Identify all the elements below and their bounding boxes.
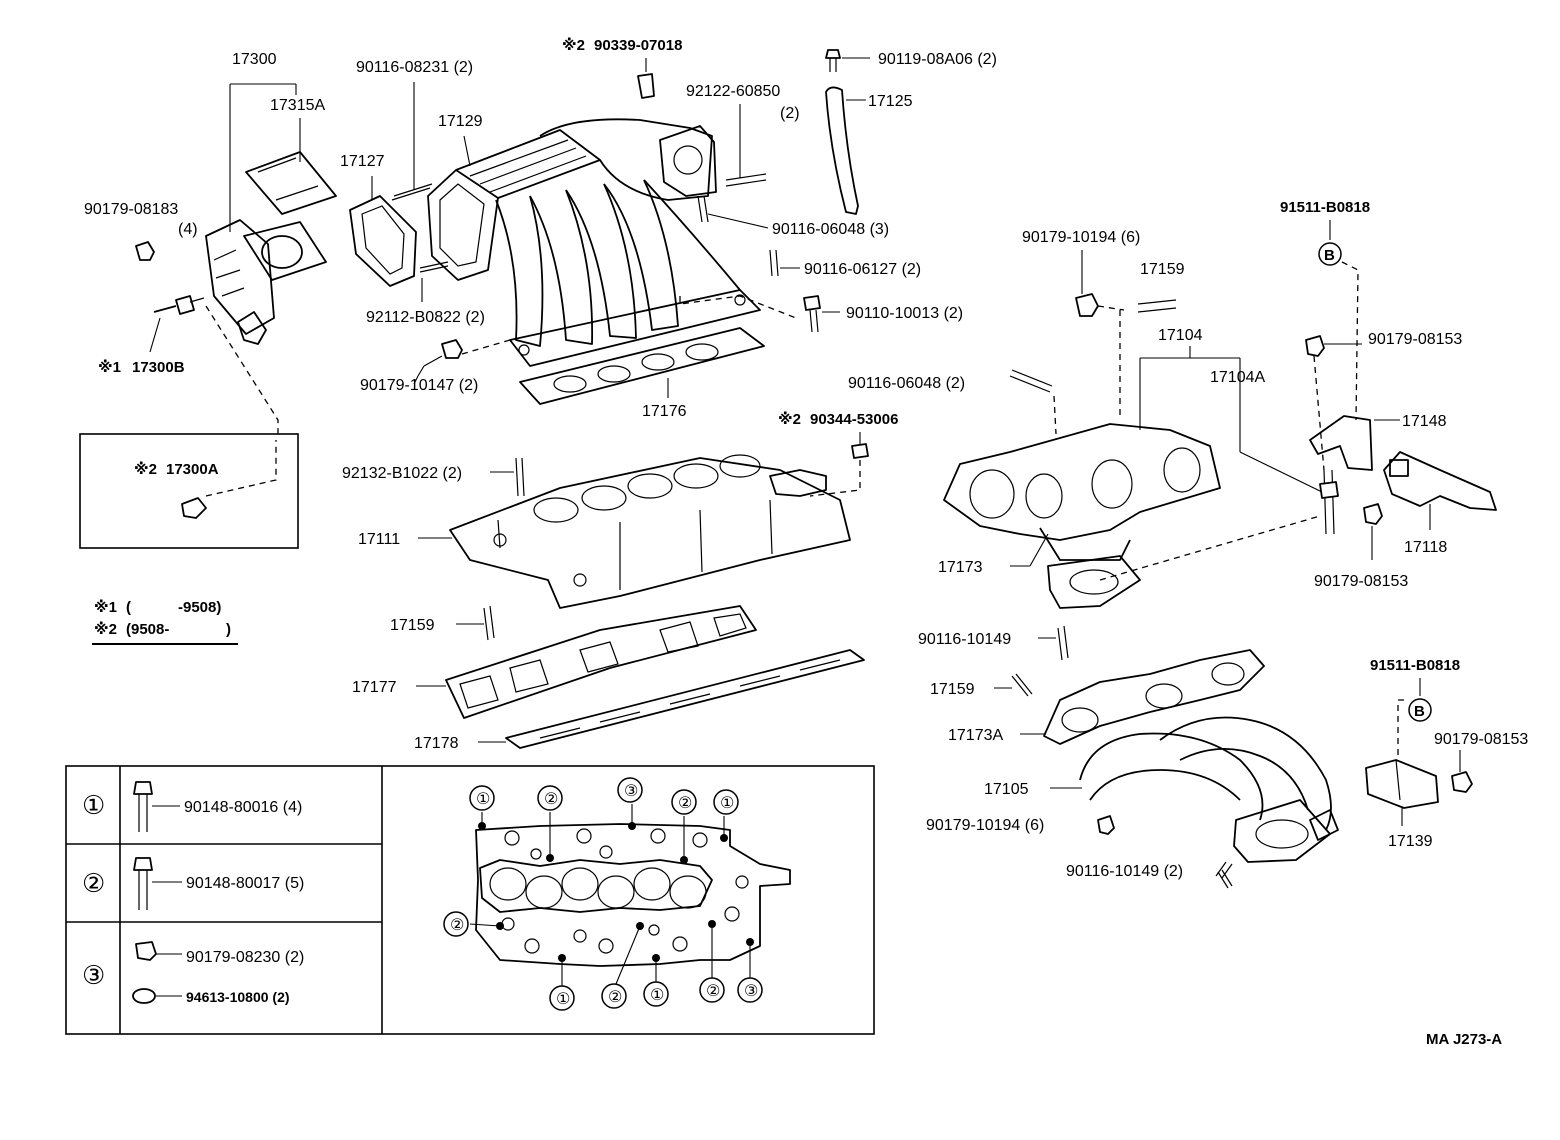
label-92112-B0822[interactable]: 92112-B0822 (2) bbox=[366, 309, 485, 326]
callout-2-c: ② bbox=[450, 917, 464, 934]
callout-1-b: ① bbox=[720, 795, 734, 812]
note2-range: (9508- bbox=[126, 621, 169, 638]
label-91511-B0818-a[interactable]: 91511-B0818 bbox=[1280, 199, 1370, 216]
note1-paren: ( bbox=[126, 599, 131, 616]
label-90116-06048-2[interactable]: 90116-06048 (2) bbox=[848, 375, 965, 392]
b-circle-a: B bbox=[1324, 247, 1335, 264]
label-90116-06127[interactable]: 90116-06127 (2) bbox=[804, 261, 921, 278]
callout-2-d: ② bbox=[608, 989, 622, 1006]
table-part-94613-10800[interactable]: 94613-10800 (2) bbox=[186, 989, 290, 1005]
label-90179-10194-6b[interactable]: 90179-10194 (6) bbox=[926, 817, 1044, 834]
callout-3-b: ③ bbox=[744, 983, 758, 1000]
label-90119-08A06[interactable]: 90119-08A06 (2) bbox=[878, 51, 997, 68]
legend-notes: ※1 ( -9508) ※2 (9508- ) bbox=[92, 598, 238, 645]
label-17111[interactable]: 17111 bbox=[358, 531, 400, 548]
table-key-3: ③ bbox=[82, 960, 105, 990]
label-90339-07018[interactable]: 90339-07018 bbox=[594, 37, 682, 54]
label-90179-08183[interactable]: 90179-08183 bbox=[84, 201, 178, 218]
label-90179-08153-b[interactable]: 90179-08153 bbox=[1314, 573, 1408, 590]
callout-2-e: ② bbox=[706, 983, 720, 1000]
diagram-code: MA J273-A bbox=[1426, 1031, 1502, 1048]
callout-2-a: ② bbox=[544, 791, 558, 808]
table-part-90179-08230[interactable]: 90179-08230 (2) bbox=[186, 949, 304, 966]
note2-paren: ) bbox=[226, 621, 231, 638]
table-key-2: ② bbox=[82, 868, 105, 898]
label-90179-08153-a[interactable]: 90179-08153 bbox=[1368, 331, 1462, 348]
label-91511-B0818-b[interactable]: 91511-B0818 bbox=[1370, 657, 1460, 674]
label-17173A[interactable]: 17173A bbox=[948, 727, 1003, 744]
label-17177[interactable]: 17177 bbox=[352, 679, 397, 696]
mark-17300A: ※2 bbox=[134, 460, 157, 478]
label-90116-08231[interactable]: 90116-08231 (2) bbox=[356, 59, 473, 76]
detail-box-17300A: ※2 17300A bbox=[79, 433, 299, 549]
label-17105[interactable]: 17105 bbox=[984, 781, 1029, 798]
label-17125[interactable]: 17125 bbox=[868, 93, 913, 110]
label-17176[interactable]: 17176 bbox=[642, 403, 687, 420]
mark-17300B: ※1 bbox=[98, 358, 121, 376]
table-part-90148-80016[interactable]: 90148-80016 (4) bbox=[184, 799, 302, 816]
mark-90344: ※2 bbox=[778, 410, 801, 428]
label-17139[interactable]: 17139 bbox=[1388, 833, 1433, 850]
label-17159-c[interactable]: 17159 bbox=[930, 681, 975, 698]
bolt-table: ① 90148-80016 (4) ② 90148-80017 (5) ③ 90… bbox=[65, 765, 875, 1035]
exhaust-rear-group: 17159 17173A 17105 90179-10194 (6) 90116… bbox=[926, 649, 1528, 889]
note1-mark: ※1 bbox=[94, 598, 117, 616]
label-92132-B1022[interactable]: 92132-B1022 (2) bbox=[342, 465, 462, 482]
label-17173[interactable]: 17173 bbox=[938, 559, 983, 576]
exhaust-front-group: 90179-10194 (6) 17159 17104 17104A 90116… bbox=[848, 199, 1497, 661]
label-17118[interactable]: 17118 bbox=[1404, 539, 1447, 556]
b-circle-b: B bbox=[1414, 703, 1425, 720]
callout-3-a: ③ bbox=[624, 783, 638, 800]
label-qty-2a: (2) bbox=[780, 105, 800, 122]
label-17148[interactable]: 17148 bbox=[1402, 413, 1447, 430]
label-90179-10147[interactable]: 90179-10147 (2) bbox=[360, 377, 478, 394]
label-17300B[interactable]: 17300B bbox=[132, 359, 185, 376]
label-90179-08153-c[interactable]: 90179-08153 bbox=[1434, 731, 1528, 748]
label-17159-b[interactable]: 17159 bbox=[1140, 261, 1185, 278]
callout-1-d: ① bbox=[650, 987, 664, 1004]
note1-range: -9508) bbox=[178, 599, 221, 616]
note2-mark: ※2 bbox=[94, 620, 117, 638]
lower-intake-group: ※2 90344-53006 92132-B1022 (2) 17111 171… bbox=[342, 410, 898, 752]
callout-1-c: ① bbox=[556, 991, 570, 1008]
label-90179-10194-6a[interactable]: 90179-10194 (6) bbox=[1022, 229, 1140, 246]
label-17178[interactable]: 17178 bbox=[414, 735, 459, 752]
label-17300A[interactable]: 17300A bbox=[166, 461, 219, 478]
throttle-body-group: 17300 17315A 90179-08183 (4) ※1 17300B bbox=[84, 51, 337, 434]
label-90344-53006[interactable]: 90344-53006 bbox=[810, 411, 898, 428]
label-qty-4: (4) bbox=[178, 221, 198, 238]
table-key-1: ① bbox=[82, 790, 105, 820]
callout-2-b: ② bbox=[678, 795, 692, 812]
label-17104[interactable]: 17104 bbox=[1158, 327, 1203, 344]
label-90116-10149[interactable]: 90116-10149 bbox=[918, 631, 1011, 648]
callout-1-a: ① bbox=[476, 791, 490, 808]
label-90110-10013[interactable]: 90110-10013 (2) bbox=[846, 305, 963, 322]
label-17129[interactable]: 17129 bbox=[438, 113, 483, 130]
label-90116-10149-2[interactable]: 90116-10149 (2) bbox=[1066, 863, 1183, 880]
label-17127[interactable]: 17127 bbox=[340, 153, 385, 170]
label-92122-60850[interactable]: 92122-60850 bbox=[686, 83, 780, 100]
upper-intake-group: 90116-08231 (2) 17129 17127 bbox=[340, 36, 997, 420]
label-17315A[interactable]: 17315A bbox=[270, 97, 325, 114]
label-17159-a[interactable]: 17159 bbox=[390, 617, 435, 634]
table-part-90148-80017[interactable]: 90148-80017 (5) bbox=[186, 875, 304, 892]
mark-90339: ※2 bbox=[562, 36, 585, 54]
label-90116-06048-3[interactable]: 90116-06048 (3) bbox=[772, 221, 889, 238]
label-17300[interactable]: 17300 bbox=[232, 51, 277, 68]
label-17104A[interactable]: 17104A bbox=[1210, 369, 1265, 386]
